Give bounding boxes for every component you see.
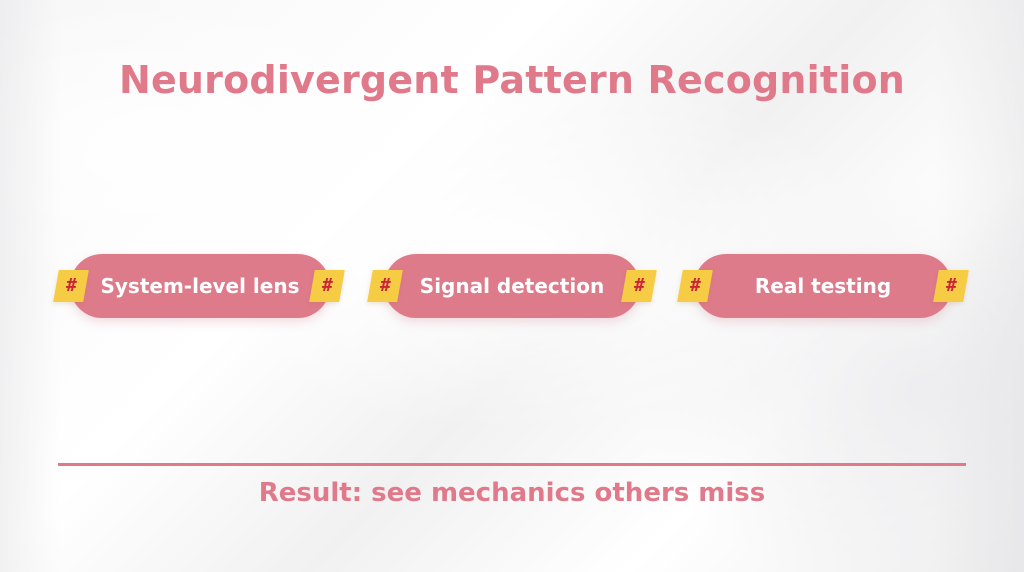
hash-tag-icon: # (309, 270, 345, 302)
hash-tag-icon: # (677, 270, 713, 302)
result-text: Result: see mechanics others miss (258, 478, 766, 508)
hash-tag-icon: # (367, 270, 403, 302)
hash-tag-text: # (65, 275, 77, 296)
hash-tag-text: # (379, 275, 391, 296)
hash-tag-icon: # (53, 270, 89, 302)
hash-tag-text: # (945, 275, 957, 296)
hash-tag-text: # (321, 275, 333, 296)
pill-system-level-lens: System-level lens (70, 254, 330, 318)
divider-line (58, 463, 966, 466)
slide-title: Neurodivergent Pattern Recognition (118, 58, 906, 102)
hash-tag-text: # (689, 275, 701, 296)
hash-tag-icon: # (933, 270, 969, 302)
hash-tag-text: # (633, 275, 645, 296)
pill-real-testing: Real testing (694, 254, 952, 318)
hash-tag-icon: # (621, 270, 657, 302)
pill-signal-detection: Signal detection (384, 254, 640, 318)
